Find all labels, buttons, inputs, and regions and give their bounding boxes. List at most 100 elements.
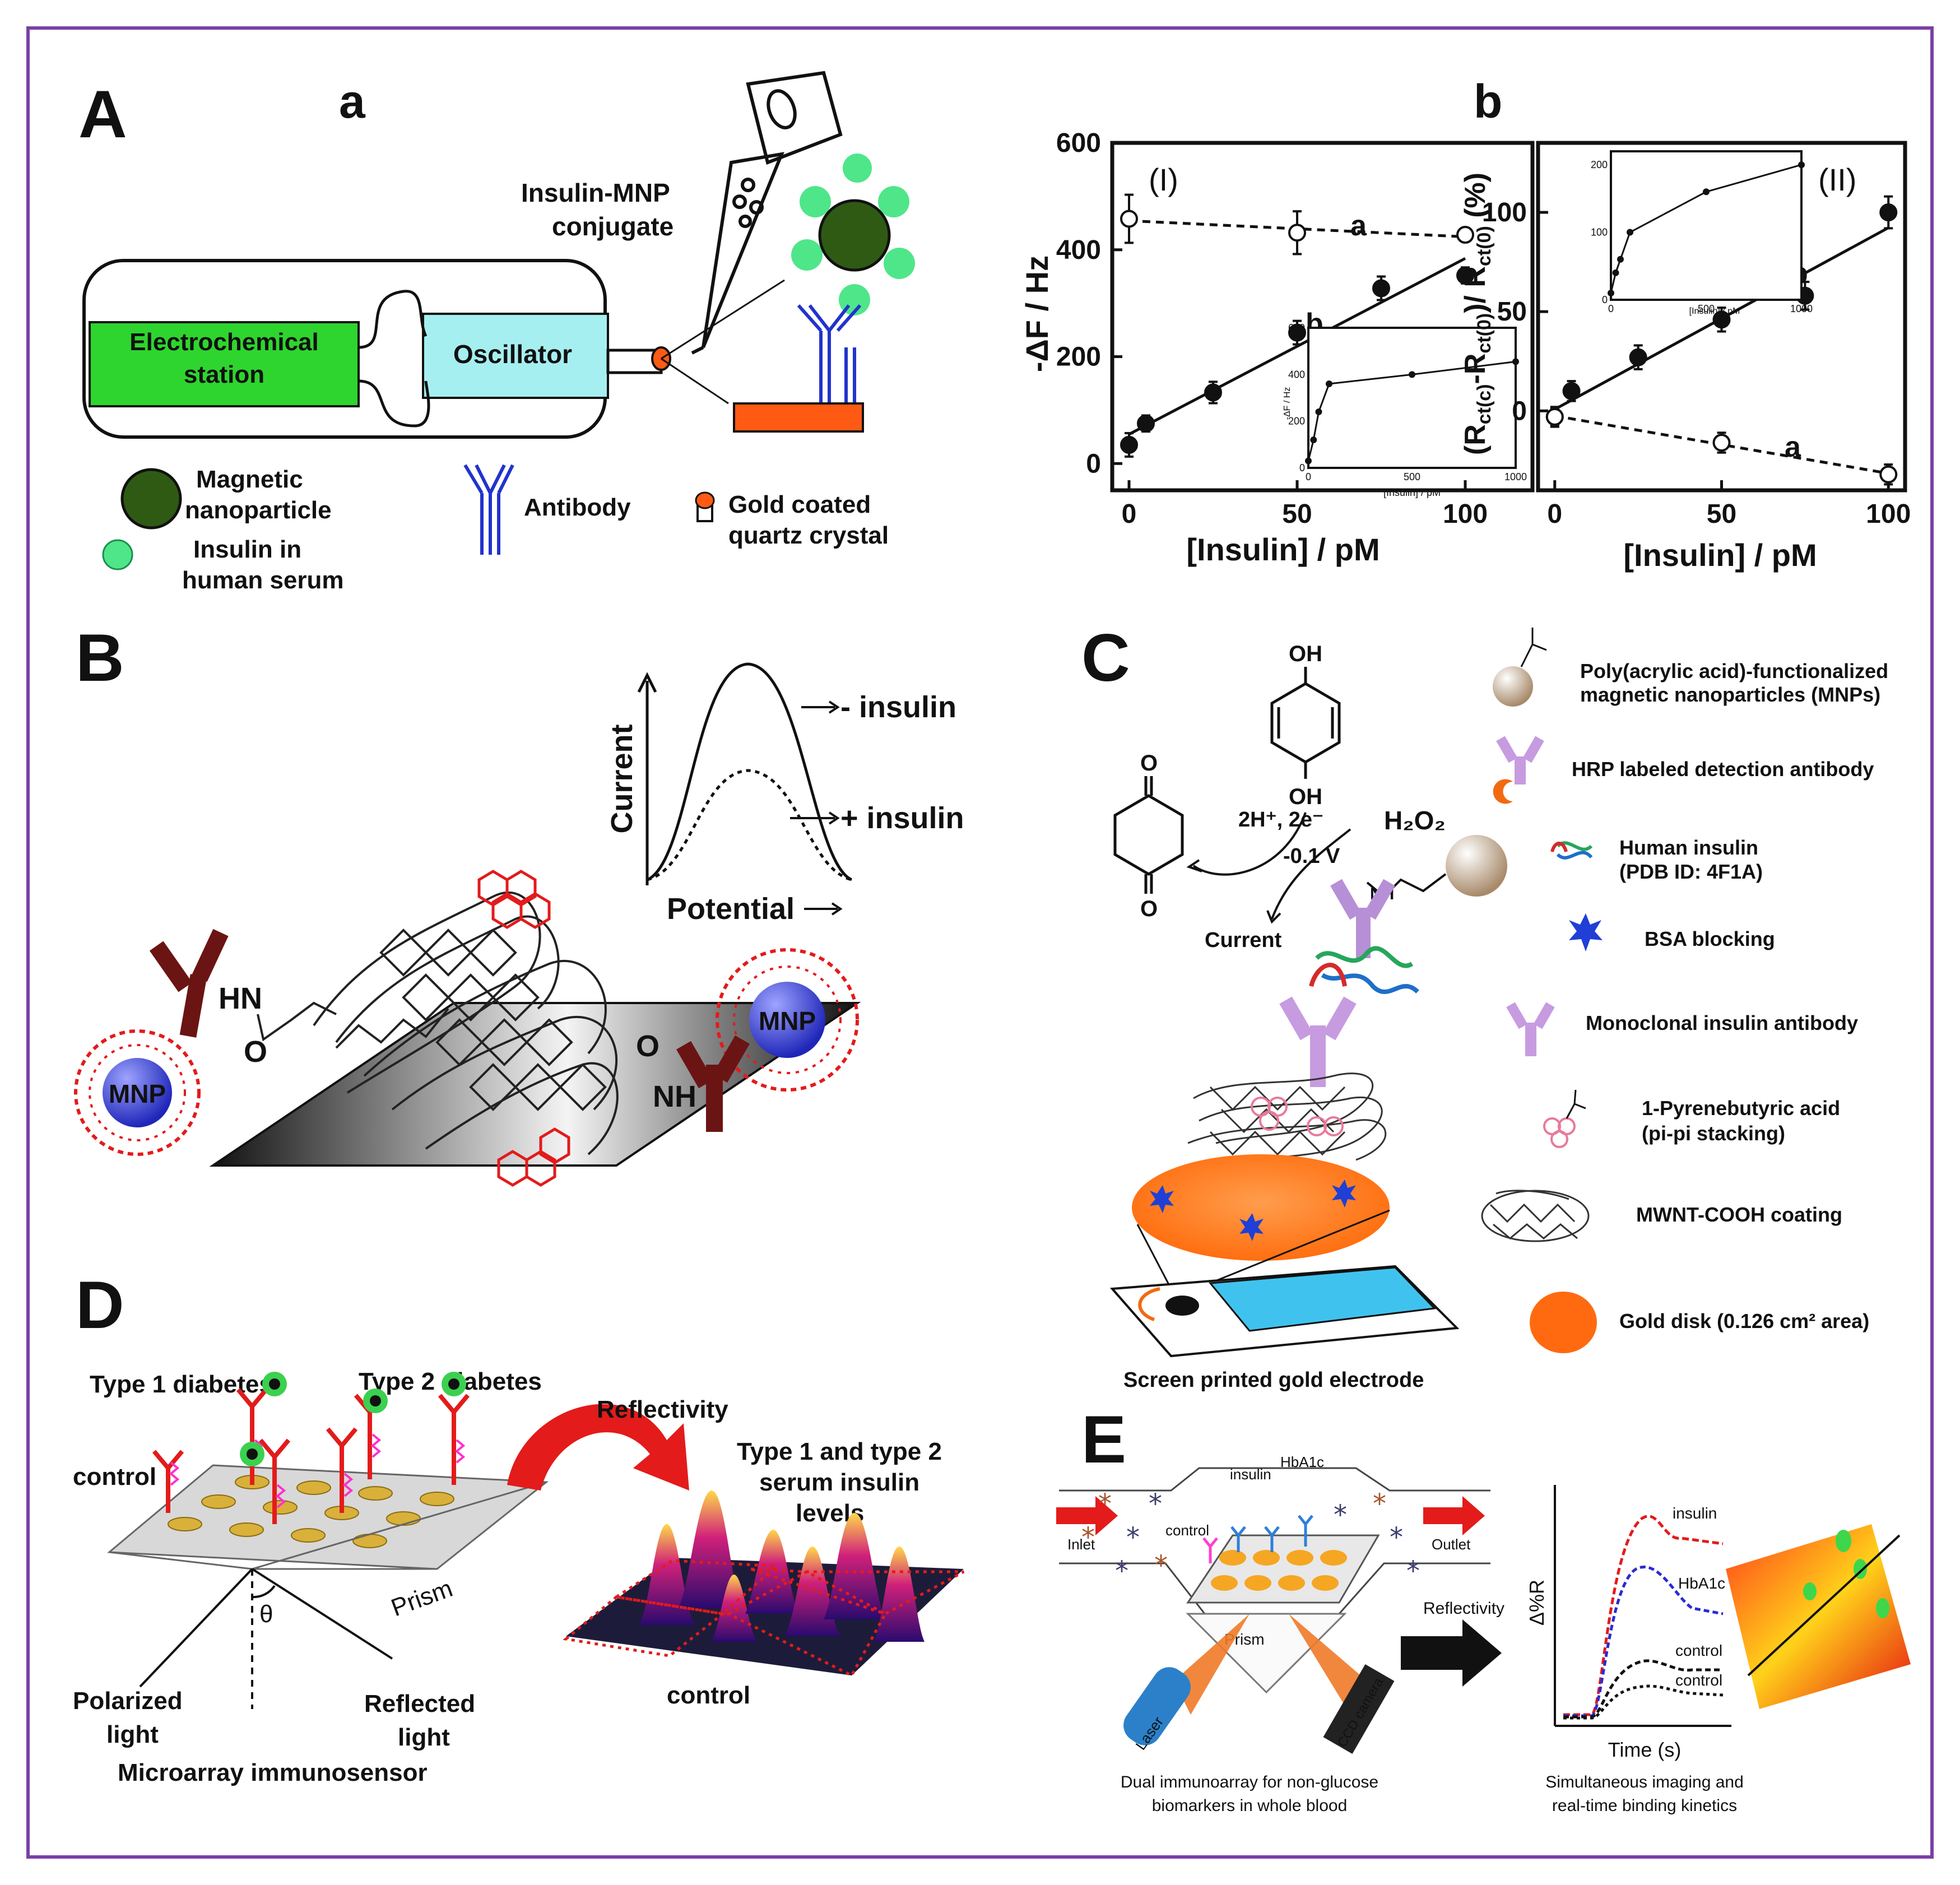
light-path [139, 1568, 393, 1709]
spr-peaks [639, 1491, 925, 1642]
chart-i-inset-xtick: 0 [1306, 471, 1311, 482]
chart-i-xtick-label: 0 [1122, 499, 1137, 529]
theta-label: θ [259, 1600, 273, 1628]
dpv-current-label: Current [605, 724, 639, 833]
e-caption-2b: real-time binding kinetics [1552, 1796, 1737, 1815]
insulin-icon [102, 539, 133, 570]
chart-ii-ytick-label: 100 [1482, 198, 1527, 227]
chart-ii-line-a-label: a [1785, 431, 1801, 463]
chart-ii-inset-ytick: 100 [1591, 227, 1608, 238]
inlet-arrow [1056, 1496, 1118, 1535]
curve-control-2 [1563, 1684, 1724, 1720]
surface-antibody-icon [797, 304, 862, 403]
curve-plus-insulin [647, 769, 852, 881]
antibody-left-icon [149, 928, 229, 1038]
control-label: control [73, 1463, 156, 1491]
chem-nh-label: NH [653, 1080, 696, 1113]
chart-ii-inset-curve [1610, 164, 1802, 294]
chart-ii-inset-point [1612, 269, 1619, 276]
legend-c-6a: 1-Pyrenebutyric acid [1642, 1097, 1840, 1120]
dpv-plot [637, 662, 853, 885]
chart-i-inset-point [1326, 380, 1332, 387]
chem-o-right-label: O [636, 1029, 659, 1063]
capture-antibody-icon [1279, 996, 1357, 1087]
chart-i-point-a [1288, 224, 1306, 242]
chart-i-inset-xlabel: [Insulin] / pM [1383, 487, 1441, 498]
cable-lower [358, 379, 430, 428]
curve-insulin-label: insulin [1673, 1505, 1717, 1522]
antibody-legend-icon [463, 464, 514, 555]
chart-ii-xtick-label: 50 [1707, 499, 1736, 529]
chart-i-inset-point [1310, 437, 1317, 443]
legend-capture-antibody-icon [1506, 1002, 1555, 1056]
hydroquinone-oh-top: OH [1289, 642, 1322, 666]
potential-arrow [804, 902, 843, 916]
current-arrow [1266, 828, 1351, 924]
legend-c-6b: (pi-pi stacking) [1642, 1122, 1785, 1145]
legend-c-2: HRP labeled detection antibody [1572, 758, 1874, 781]
mnp-right-label: MNP [759, 1006, 816, 1036]
chart-i-point-b [1372, 279, 1390, 298]
chart-ii-ytick-label: 0 [1512, 396, 1527, 426]
reaction-label: 2H⁺, 2e⁻ [1238, 808, 1323, 832]
pyrene-lower [497, 1127, 570, 1187]
legend-c-1a: Poly(acrylic acid)-functionalized [1580, 660, 1888, 682]
polarized-label-1: Polarized [73, 1687, 183, 1715]
gold-spots [168, 1475, 454, 1548]
reflected-label-2: light [398, 1724, 450, 1751]
bound-insulin [240, 1372, 466, 1466]
ylabel-sub: ct(0) [1474, 226, 1495, 266]
gold-crystal-surface [733, 402, 864, 433]
chart-ii-point-b [1562, 382, 1581, 400]
chart-ii-inset-ytick: 200 [1591, 159, 1608, 170]
reflectivity-label: Reflectivity [597, 1396, 728, 1423]
chart-ii-inset-point [1617, 256, 1624, 263]
mnp-left [74, 1029, 201, 1156]
panel-letter-b: B [76, 620, 124, 695]
chart-i-ytick-label: 400 [1056, 235, 1101, 265]
electrochemical-station-label-2: station [184, 361, 264, 388]
chart-i-line-a-label: a [1350, 210, 1367, 242]
electrode-caption: Screen printed gold electrode [1123, 1368, 1424, 1392]
legend-magnetic-1: Magnetic [196, 466, 303, 493]
mwnt-mesh [1187, 1072, 1387, 1167]
conjugate-label-1: Insulin-MNP [521, 178, 670, 207]
kinetics-axes [1554, 1485, 1731, 1727]
chart-i-ytick-label: 600 [1056, 128, 1101, 158]
camera-beam [1289, 1614, 1367, 1715]
chart-ii-xlabel: [Insulin] / pM [1623, 537, 1817, 573]
mnp-left-label: MNP [109, 1079, 166, 1108]
linker-chain [335, 1007, 449, 1049]
e-sensor-chip [1186, 1534, 1380, 1604]
kinetics-xlabel: Time (s) [1608, 1738, 1682, 1761]
legend-gold-1: Gold coated [728, 491, 871, 518]
curve-control-1 [1563, 1659, 1723, 1719]
microarray-caption: Microarray immunosensor [118, 1759, 428, 1786]
chart-i-point-b [1204, 383, 1222, 402]
chart-i-point-b [1288, 323, 1306, 342]
insulin-ribbon [1309, 946, 1419, 994]
panel-letter-c: C [1081, 620, 1130, 695]
conjugate-label-2: conjugate [552, 212, 674, 241]
curve-hba1c [1563, 1566, 1724, 1717]
subpanel-letter-b: b [1474, 75, 1502, 128]
chart-ii-ylabel: (Rct(c)-Rct(0))/ Rct(0) (%) [1459, 173, 1495, 455]
redox-arrow [1186, 812, 1307, 876]
mnp-ball [1446, 835, 1507, 897]
pyrene-anchor [1251, 1097, 1344, 1136]
laser-beam [1174, 1614, 1250, 1715]
chart-i-xlabel: [Insulin] / pM [1186, 532, 1380, 567]
legend-c-3a: Human insulin [1619, 836, 1758, 859]
e-gold-spots [1211, 1550, 1347, 1591]
legend-c-3b: (PDB ID: 4F1A) [1619, 860, 1763, 883]
chart-ii-point-b [1629, 348, 1647, 366]
chart-i-inset-point [1409, 371, 1415, 378]
chart-ii-point-a [1545, 407, 1564, 426]
panel-b: B - insulin + insulin Current Potential [74, 620, 964, 1187]
e-3d-line [1747, 1534, 1901, 1677]
e-caption-1a: Dual immunoarray for non-glucose [1121, 1773, 1378, 1791]
legend-gold-2: quartz crystal [728, 522, 889, 549]
chart-i-inset-ytick: 0 [1299, 462, 1305, 473]
chart-i-xtick-label: 100 [1443, 499, 1488, 529]
